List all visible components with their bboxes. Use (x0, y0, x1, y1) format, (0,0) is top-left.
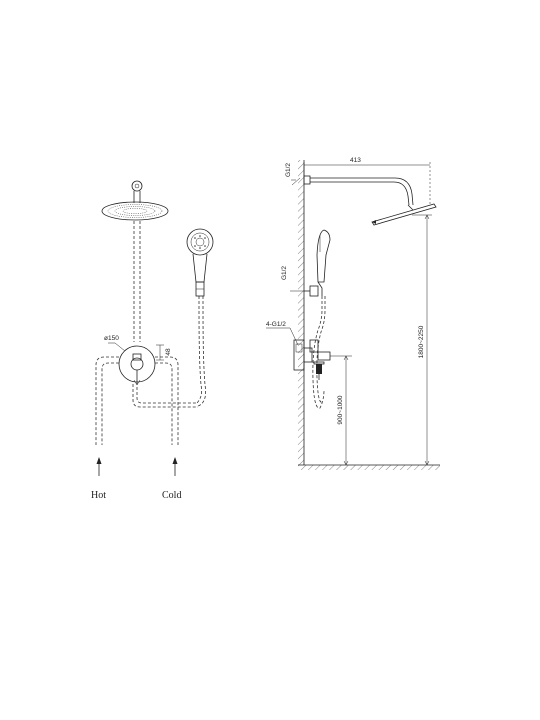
valve-height-label: 900~1000 (337, 395, 344, 424)
cold-inlet-arrow (172, 457, 178, 476)
hand-shower-side (304, 229, 331, 409)
hot-inlet-arrow (96, 457, 102, 476)
head-height-label: 1800~2250 (418, 325, 425, 358)
head-height-dimension: 1800~2250 (412, 214, 432, 466)
valve-thread-callout: 4-G1/2 (266, 321, 299, 346)
rain-shower-head (101, 197, 169, 221)
arm-length-label: 413 (350, 157, 361, 164)
hose-thread-label: G1/2 (281, 266, 288, 280)
ceiling-bracket (131, 180, 143, 197)
riser-pipe (133, 221, 141, 342)
hot-label: Hot (91, 490, 106, 501)
supply-piping (95, 356, 198, 445)
cold-label: Cold (162, 490, 181, 501)
valve-height-dimension: 900~1000 (330, 355, 352, 466)
hose-thread-callout: G1/2 (281, 266, 304, 292)
arm-length-dimension: 413 (303, 157, 431, 205)
rain-head-side (371, 203, 437, 226)
top-thread-label: G1/2 (285, 163, 292, 177)
front-view: ø150 48 Hot Cold (91, 180, 214, 501)
mixing-valve: ø150 48 (104, 335, 172, 386)
shower-arm (303, 175, 414, 206)
floor (298, 464, 440, 470)
top-thread-callout: G1/2 (285, 163, 301, 186)
valve-thread-label: 4-G1/2 (266, 321, 286, 328)
side-view: G1/2 413 G1/2 (266, 157, 440, 470)
offset-label: 48 (165, 348, 172, 356)
diameter-label: ø150 (104, 335, 119, 342)
hand-shower (186, 228, 214, 407)
wall (298, 160, 305, 465)
